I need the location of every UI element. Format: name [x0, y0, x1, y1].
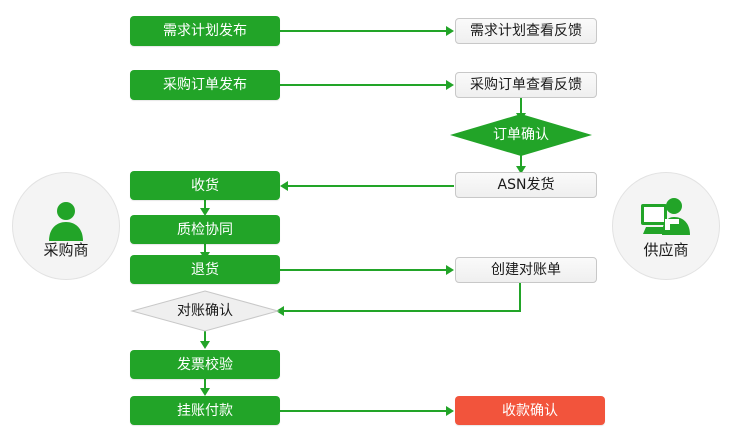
node-label: ASN发货 — [497, 177, 555, 193]
edge-asn-to-receive-goods — [288, 185, 454, 187]
node-demand-plan-publish[interactable]: 需求计划发布 — [130, 16, 280, 46]
node-receive-goods[interactable]: 收货 — [130, 171, 280, 200]
actor-label: 采购商 — [43, 240, 89, 259]
node-label: 采购订单发布 — [163, 77, 247, 93]
arrowhead-create-statement — [446, 265, 454, 275]
node-label: 需求计划查看反馈 — [470, 23, 582, 39]
arrowhead-statement-confirm — [276, 306, 284, 316]
node-label: 订单确认 — [493, 127, 549, 143]
edge-purchase-order-publish-to-feedback — [278, 84, 448, 86]
node-return-goods[interactable]: 退货 — [130, 255, 280, 284]
node-asn-shipment[interactable]: ASN发货 — [455, 172, 597, 198]
node-label: 需求计划发布 — [163, 23, 247, 39]
node-label: 收货 — [191, 177, 219, 194]
arrowhead-quality-inspection — [200, 208, 210, 216]
node-purchase-order-feedback[interactable]: 采购订单查看反馈 — [455, 72, 597, 98]
person-with-monitor-icon — [640, 195, 692, 241]
node-label: 挂账付款 — [177, 402, 233, 419]
edge-demand-plan-publish-to-feedback — [278, 30, 448, 32]
edge-return-goods-to-create-statement — [278, 269, 448, 271]
node-invoice-verify[interactable]: 发票校验 — [130, 350, 280, 379]
diamond-shape — [450, 114, 592, 156]
node-pending-payment[interactable]: 挂账付款 — [130, 396, 280, 425]
node-label: 创建对账单 — [491, 262, 561, 278]
edge-create-statement-to-statement-confirm — [284, 310, 521, 312]
actor-supplier[interactable]: 供应商 — [612, 172, 720, 280]
node-statement-confirm[interactable]: 对账确认 — [130, 290, 280, 332]
node-label: 退货 — [191, 261, 219, 278]
node-payment-confirm[interactable]: 收款确认 — [455, 396, 605, 425]
edge-quality-to-return-goods — [204, 243, 206, 255]
person-icon — [40, 195, 92, 241]
edge-statement-confirm-to-invoice-verify — [204, 331, 206, 344]
node-order-confirm[interactable]: 订单确认 — [450, 114, 592, 156]
arrowhead-asn-shipment — [516, 166, 526, 174]
arrowhead-payment-confirm — [446, 406, 454, 416]
node-label: 对账确认 — [177, 303, 233, 319]
arrowhead-invoice-verify — [200, 341, 210, 349]
edge-create-statement-down — [519, 283, 521, 312]
edge-order-confirm-to-asn — [520, 154, 522, 172]
node-label: 收款确认 — [502, 402, 558, 419]
actor-label: 供应商 — [643, 240, 689, 259]
node-label: 质检协同 — [177, 221, 233, 238]
arrowhead-purchase-order-feedback — [446, 80, 454, 90]
node-purchase-order-publish[interactable]: 采购订单发布 — [130, 70, 280, 100]
edge-receive-goods-to-quality — [204, 199, 206, 211]
edge-pending-payment-to-payment-confirm — [278, 410, 448, 412]
node-label: 发票校验 — [177, 356, 233, 373]
node-quality-inspection[interactable]: 质检协同 — [130, 215, 280, 244]
edge-purchase-order-feedback-to-order-confirm — [520, 97, 522, 117]
actor-buyer[interactable]: 采购商 — [12, 172, 120, 280]
diamond-shape — [130, 290, 280, 332]
arrowhead-pending-payment — [200, 388, 210, 396]
node-demand-plan-feedback[interactable]: 需求计划查看反馈 — [455, 18, 597, 44]
node-create-statement[interactable]: 创建对账单 — [455, 257, 597, 283]
arrowhead-demand-plan-feedback — [446, 26, 454, 36]
arrowhead-receive-goods — [280, 181, 288, 191]
node-label: 采购订单查看反馈 — [470, 77, 582, 93]
edge-invoice-verify-to-pending-payment — [204, 379, 206, 391]
